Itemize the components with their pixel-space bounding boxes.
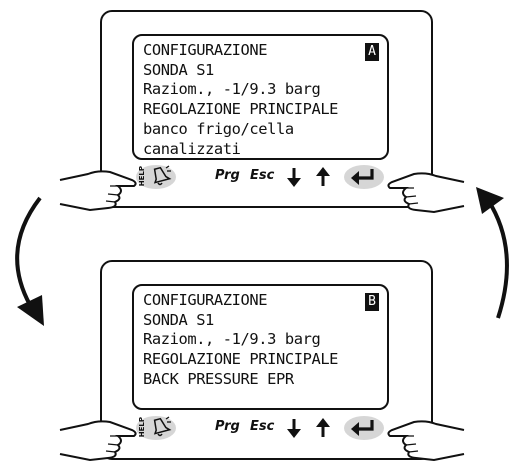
lcd-screen-a: CONFIGURAZIONE SONDA S1 Raziom., -1/9.3 … xyxy=(132,34,389,160)
lcd-line: SONDA S1 xyxy=(143,60,214,79)
down-arrow-icon[interactable] xyxy=(286,417,302,439)
lcd-line: CONFIGURAZIONE xyxy=(143,291,268,309)
bell-icon xyxy=(153,416,172,437)
lcd-line: REGOLAZIONE PRINCIPALE xyxy=(143,350,339,369)
pointing-hand-icon xyxy=(387,172,465,214)
display-panel-a: CONFIGURAZIONE SONDA S1 Raziom., -1/9.3 … xyxy=(100,10,433,208)
up-arrow-icon[interactable] xyxy=(315,166,331,188)
lcd-line: BACK PRESSURE EPR xyxy=(143,369,294,388)
lcd-line: canalizzati xyxy=(143,139,241,158)
lcd-line: CONFIGURAZIONE xyxy=(143,41,268,59)
enter-icon xyxy=(351,420,374,436)
bell-icon xyxy=(153,165,172,186)
pointing-hand-icon xyxy=(59,420,137,462)
esc-button[interactable]: Esc xyxy=(250,419,275,434)
lcd-line: Raziom., -1/9.3 barg xyxy=(143,80,321,99)
down-arrow-icon[interactable] xyxy=(286,166,302,188)
display-panel-b: CONFIGURAZIONE SONDA S1 Raziom., -1/9.3 … xyxy=(100,260,433,460)
pointing-hand-icon xyxy=(387,420,465,462)
lcd-lines-a: CONFIGURAZIONE SONDA S1 Raziom., -1/9.3 … xyxy=(143,41,338,159)
screen-tag-a: A xyxy=(365,43,379,61)
lcd-line: banco frigo/cella xyxy=(143,119,294,138)
cycle-arrow-up-icon xyxy=(486,198,509,319)
enter-icon xyxy=(351,169,374,185)
prg-button[interactable]: Prg xyxy=(215,168,240,183)
pointing-hand-icon xyxy=(59,170,137,212)
esc-button[interactable]: Esc xyxy=(250,168,275,183)
lcd-line: Raziom., -1/9.3 barg xyxy=(143,330,321,349)
lcd-line: SONDA S1 xyxy=(143,310,214,329)
lcd-screen-b: CONFIGURAZIONE SONDA S1 Raziom., -1/9.3 … xyxy=(132,284,389,410)
lcd-line: REGOLAZIONE PRINCIPALE xyxy=(143,100,339,119)
up-arrow-icon[interactable] xyxy=(315,417,331,439)
lcd-lines-b: CONFIGURAZIONE SONDA S1 Raziom., -1/9.3 … xyxy=(143,291,338,390)
screen-tag-b: B xyxy=(365,293,379,311)
prg-button[interactable]: Prg xyxy=(215,419,240,434)
